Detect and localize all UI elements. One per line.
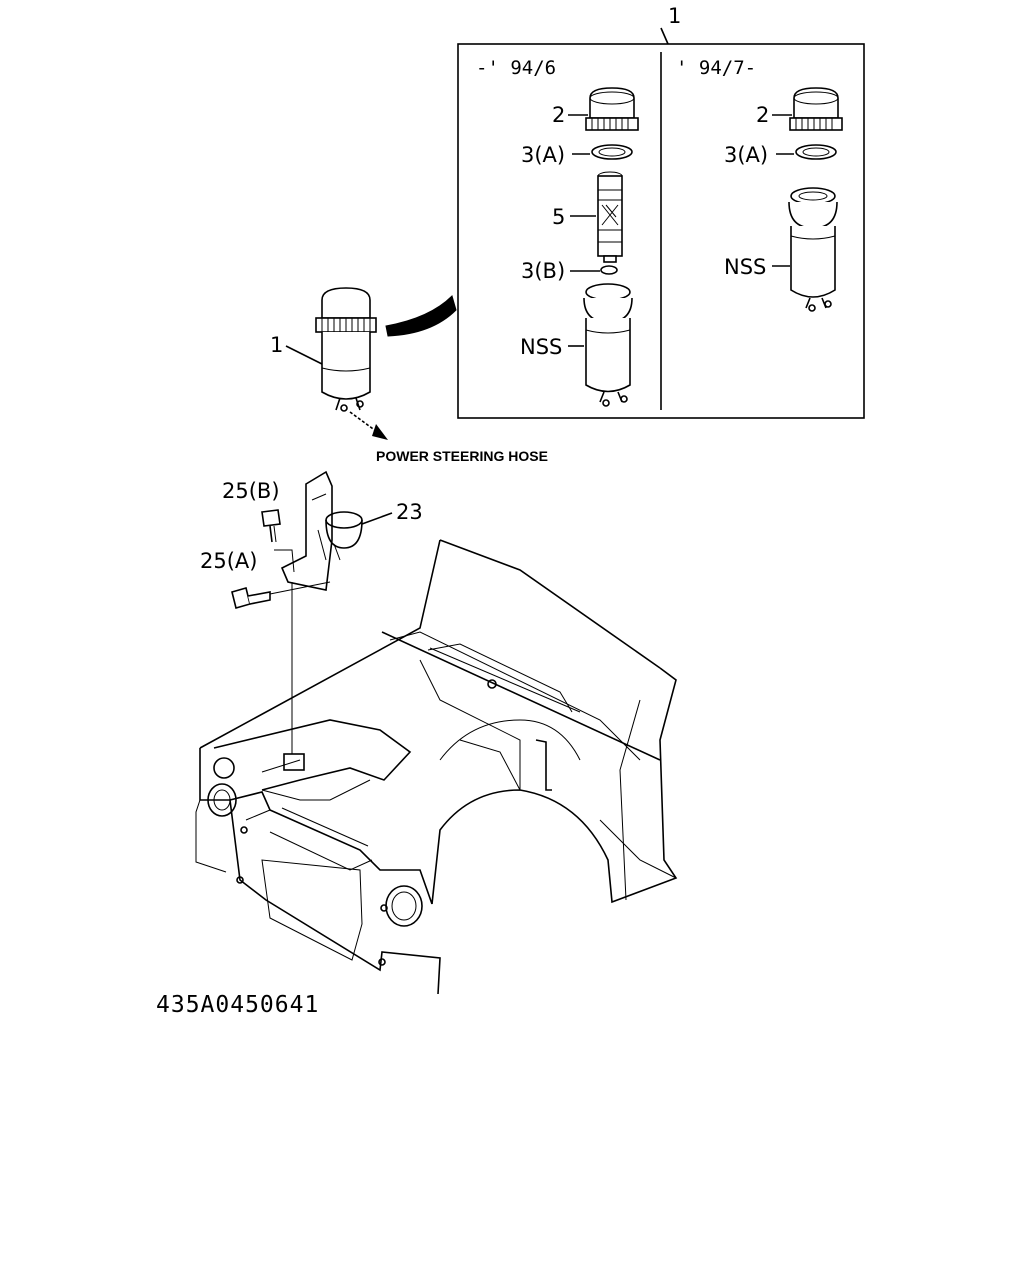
label-nss-right: NSS	[724, 255, 766, 279]
filter-5-left	[597, 171, 623, 263]
reservoir-main	[315, 287, 377, 412]
label-seal-3b-left: 3(B)	[521, 259, 565, 283]
vehicle-front-body	[195, 539, 678, 995]
label-cap-left: 2	[552, 103, 565, 127]
label-filter-5: 5	[552, 205, 565, 229]
header-before-94-6: -' 94/6	[476, 57, 556, 79]
reservoir-right	[788, 187, 838, 312]
inset-panel: 1 -' 94/6 ' 94/7-	[457, 4, 865, 419]
hose-arrow	[349, 411, 388, 440]
inset-pointer-arrow	[385, 295, 457, 337]
cap-right	[789, 87, 843, 131]
label-bolt-25b: 25(B)	[222, 479, 280, 503]
header-after-94-7: ' 94/7-	[676, 57, 756, 79]
inset-callout-number: 1	[668, 4, 681, 28]
cap-left	[585, 87, 639, 131]
inset-callout-leader	[660, 27, 669, 45]
label-bracket-23: 23	[396, 500, 423, 524]
bolt-25b	[261, 509, 295, 573]
label-nss-left: NSS	[520, 335, 562, 359]
reservoir-left	[583, 283, 633, 407]
label-bolt-25a: 25(A)	[200, 549, 257, 573]
seal-3a-right	[795, 144, 837, 160]
diagram-code: 435A0450641	[156, 992, 319, 1018]
seal-3a-left	[591, 144, 633, 160]
label-cap-right: 2	[756, 103, 769, 127]
label-reservoir: 1	[270, 333, 283, 357]
seal-3b-left	[600, 265, 618, 275]
label-seal-3a-left: 3(A)	[521, 143, 565, 167]
label-seal-3a-right: 3(A)	[724, 143, 768, 167]
bolt-25a	[231, 581, 331, 609]
power-steering-hose-note: POWER STEERING HOSE	[376, 448, 548, 464]
bracket-23	[280, 470, 363, 591]
